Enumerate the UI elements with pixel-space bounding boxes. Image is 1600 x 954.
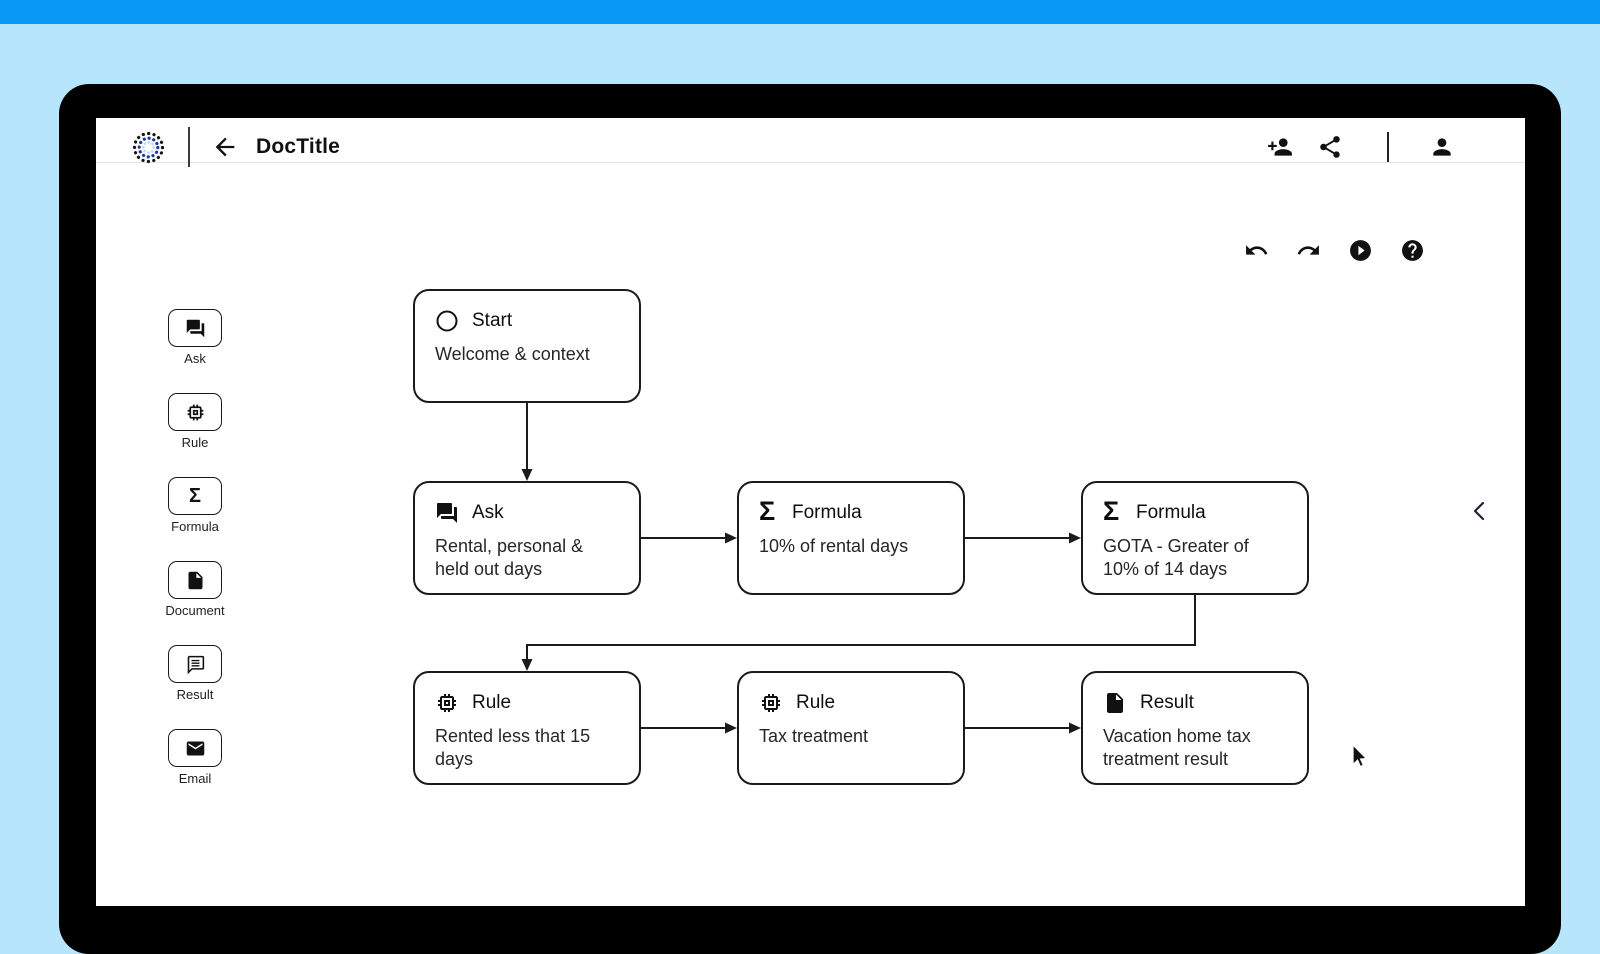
palette-item-result[interactable]: Result [168,645,222,702]
chat-icon [185,318,206,339]
mouse-cursor [1352,744,1368,768]
node-title: Ask [472,502,504,523]
run-button[interactable] [1348,238,1373,263]
node-title: Formula [792,502,862,523]
node-body: 10% of rental days [759,536,909,556]
panel-collapse-button[interactable] [1470,499,1488,523]
node-start[interactable]: Start Welcome & context [413,289,641,403]
add-collaborator-button[interactable] [1267,134,1293,160]
palette-label: Document [165,603,225,618]
undo-button[interactable] [1244,238,1269,263]
circle-icon [436,310,458,332]
chevron-left-icon [1473,501,1485,521]
play-circle-icon [1348,238,1373,263]
palette-label: Ask [184,351,206,366]
node-ask-1[interactable]: Ask Rental, personal & held out days [413,481,641,595]
doc-title: DocTitle [256,135,341,158]
help-button[interactable] [1400,238,1425,263]
redo-icon [1296,238,1321,263]
palette-item-rule[interactable]: Rule [168,393,222,450]
sigma-icon: Σ [188,485,201,507]
chip-icon [759,691,783,715]
help-circle-icon [1400,238,1425,263]
node-body: Vacation home tax treatment result [1103,726,1251,769]
node-title: Rule [472,692,512,713]
account-button[interactable] [1429,134,1455,160]
node-body: Welcome & context [435,344,590,364]
node-result-1[interactable]: Result Vacation home tax treatment resul… [1081,671,1309,785]
document-icon [185,570,206,591]
share-icon [1317,134,1343,160]
person-add-icon [1267,134,1293,160]
chat-lines-icon [185,654,206,675]
node-body: Tax treatment [759,726,869,746]
node-formula-2[interactable]: Σ Formula GOTA - Greater of 10% of 14 da… [1081,481,1309,595]
redo-button[interactable] [1296,238,1321,263]
sigma-icon: Σ [1103,496,1120,526]
edge-formula2-rule1 [521,595,1196,671]
node-body: Rental, personal & held out days [435,536,584,579]
node-formula-1[interactable]: Σ Formula 10% of rental days [737,481,965,595]
palette-label: Email [178,771,212,786]
node-title: Result [1140,692,1194,713]
header-actions [1267,132,1455,162]
sigma-icon: Σ [759,496,776,526]
chip-icon [185,402,206,423]
browser-top-strip [0,0,1600,24]
node-body: Rented less that 15 days [435,726,591,769]
palette-item-document[interactable]: Document [165,561,225,618]
palette-label: Rule [181,435,209,450]
back-arrow-icon [211,133,239,161]
email-icon [185,738,206,759]
header-divider [96,162,1525,163]
header-separator [1387,132,1389,162]
share-button[interactable] [1317,134,1343,160]
node-body: GOTA - Greater of 10% of 14 days [1103,536,1249,579]
back-button[interactable] [211,133,239,161]
palette-item-ask[interactable]: Ask [168,309,222,366]
node-rule-1[interactable]: Rule Rented less that 15 days [413,671,641,785]
chip-icon [435,691,459,715]
palette-item-email[interactable]: Email [168,729,222,786]
app-logo-icon[interactable] [130,129,167,166]
node-title: Rule [796,692,836,713]
node-rule-2[interactable]: Rule Tax treatment [737,671,965,785]
chat-icon [435,501,459,525]
quick-toolbar [1244,238,1425,263]
undo-icon [1244,238,1269,263]
node-title: Start [472,310,513,331]
app-header: DocTitle [96,118,1525,176]
header-separator [188,127,190,167]
palette-label: Result [176,687,214,702]
document-icon [1103,691,1127,715]
palette-label: Formula [171,519,219,534]
node-palette: Ask Rule Σ Formula Document Result Email [135,309,255,786]
app-window: DocTitle [96,118,1525,906]
person-icon [1429,134,1455,160]
palette-item-formula[interactable]: Σ Formula [168,477,222,534]
node-title: Formula [1136,502,1206,523]
